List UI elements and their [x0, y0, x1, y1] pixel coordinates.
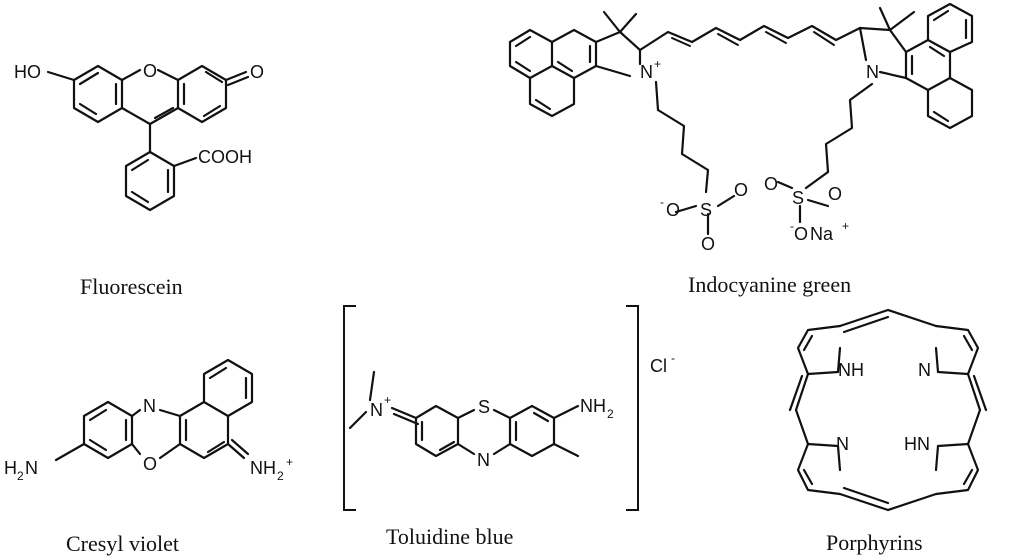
cresyl-nh-subscript: 2 — [277, 469, 284, 483]
cresyl-violet-structure: H 2 N N O NH 2 + — [4, 358, 293, 483]
cresyl-h2n-h-label: H — [4, 458, 17, 478]
cresyl-ring-n-label: N — [143, 396, 156, 416]
icg-left-o-top-label: O — [734, 180, 748, 200]
porphyrins-structure: NH N N HN — [788, 308, 988, 512]
fluorescein-structure: HO O O COOH — [14, 61, 264, 212]
toluidine-chloride-label: Cl — [650, 356, 667, 376]
icg-n-right-label: N — [866, 62, 879, 82]
icg-left-s-label: S — [700, 200, 712, 220]
icg-n-plus-charge: + — [654, 57, 661, 71]
icg-right-s-label: S — [792, 188, 804, 208]
porphyrin-n-top-right-label: N — [918, 360, 931, 380]
toluidine-n-plus-charge: + — [384, 393, 391, 407]
cresyl-h2n-n-label: N — [25, 458, 38, 478]
icg-sodium-label: Na — [810, 224, 834, 244]
porphyrin-hn-label: HN — [904, 434, 930, 454]
cresyl-nh-label: NH — [250, 458, 276, 478]
toluidine-blue-structure: N + S N NH 2 Cl - — [343, 305, 675, 511]
porphyrins-caption: Porphyrins — [826, 530, 923, 555]
toluidine-chloride-charge: - — [671, 351, 675, 365]
icg-right-o-charge: - — [790, 219, 794, 233]
icg-caption: Indocyanine green — [688, 272, 851, 297]
fluorescein-caption: Fluorescein — [80, 274, 183, 299]
icg-left-o-charge: - — [660, 195, 664, 209]
icg-left-o-bottom-label: O — [701, 234, 715, 254]
cresyl-nh-charge: + — [286, 455, 293, 469]
icg-right-o-top-label: O — [828, 184, 842, 204]
cresyl-ring-o-label: O — [143, 454, 157, 474]
cresyl-violet-caption: Cresyl violet — [66, 531, 179, 556]
icg-right-o-minus-label: O — [794, 224, 808, 244]
porphyrin-nh-label: NH — [838, 360, 864, 380]
indocyanine-green-structure: N + N O - S O O O S O O - Na + — [508, 2, 974, 254]
cresyl-h2n-subscript: 2 — [17, 469, 24, 483]
fluorescein-ho-label: HO — [14, 62, 41, 82]
icg-left-o-minus-label: O — [666, 200, 680, 220]
toluidine-nh2-label: NH — [580, 396, 606, 416]
fluorescein-ring-o-label: O — [143, 61, 157, 81]
toluidine-nh2-subscript: 2 — [607, 407, 614, 421]
icg-sodium-charge: + — [842, 219, 849, 233]
toluidine-blue-caption: Toluidine blue — [386, 524, 513, 549]
icg-right-o-left-label: O — [764, 174, 778, 194]
toluidine-ring-n-label: N — [477, 450, 490, 470]
toluidine-ring-s-label: S — [478, 397, 490, 417]
fluorescein-keto-o-label: O — [250, 62, 264, 82]
toluidine-n-plus-label: N — [370, 400, 383, 420]
icg-n-plus-label: N — [640, 62, 653, 82]
fluorescein-cooh-label: COOH — [198, 147, 252, 167]
porphyrin-n-bottom-left-label: N — [836, 434, 849, 454]
